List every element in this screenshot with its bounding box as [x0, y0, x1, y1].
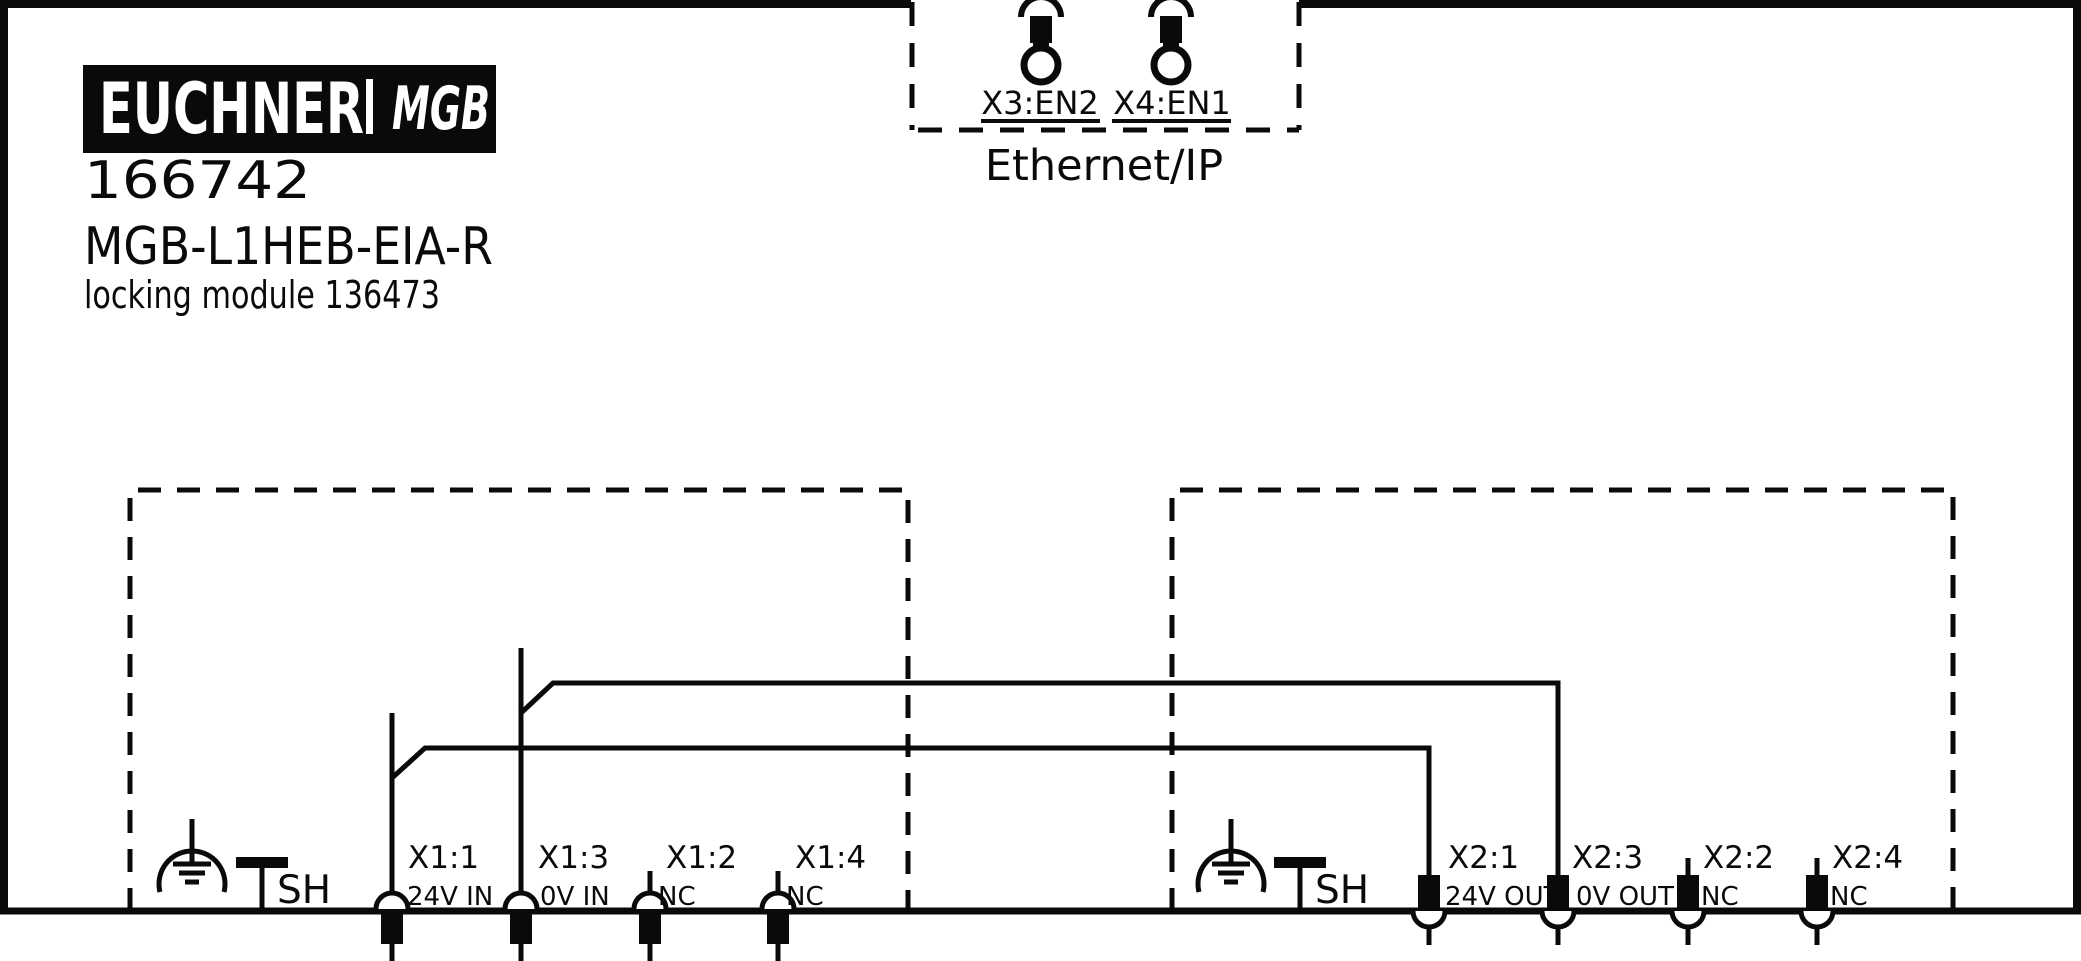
terminal-fn-x1-3: 0V IN [540, 882, 610, 912]
terminal-x1-4 [759, 890, 797, 961]
terminal-plug-icon [1547, 875, 1569, 909]
terminal-fn-x2-4: NC [1830, 882, 1868, 912]
terminal-socket-icon [502, 890, 540, 910]
connector-plug-icon [1030, 16, 1052, 43]
ethernet-port-box [909, 2, 1302, 133]
connector-cap-arc-icon [1018, 0, 1064, 18]
terminal-x2-1 [1410, 875, 1448, 945]
euchner-mgb-logo: EUCHNER MGB [83, 65, 496, 153]
ground-symbol-left [156, 819, 228, 893]
connector-ring-icon [1020, 44, 1062, 86]
terminal-x1-1 [373, 890, 411, 961]
terminal-socket-icon [759, 890, 797, 910]
shield-label: SH [1315, 868, 1369, 913]
terminal-x2-4 [1798, 875, 1836, 945]
shield-symbol-right: SH [1274, 857, 1369, 913]
port-label-x4-en1: X4:EN1 [1113, 84, 1231, 122]
terminal-id-x2-3: X2:3 [1572, 840, 1643, 876]
ethernet-protocol-label: Ethernet/IP [985, 141, 1223, 191]
connector-plug-icon [1160, 16, 1182, 43]
shield-label: SH [277, 868, 331, 913]
terminal-fn-x2-2: NC [1701, 882, 1739, 912]
power-in-dashed-box [127, 487, 911, 911]
terminal-id-x1-1: X1:1 [408, 840, 479, 876]
type-designation: MGB-L1HEB-EIA-R [84, 217, 493, 277]
terminal-fn-x2-3: 0V OUT [1576, 882, 1674, 912]
ground-symbol-right [1195, 819, 1267, 893]
shield-bar-icon [1274, 857, 1326, 868]
order-number: 166742 [84, 151, 311, 211]
terminal-id-x1-4: X1:4 [795, 840, 866, 876]
terminal-plug-icon [381, 911, 403, 944]
terminal-plug-icon [1418, 875, 1440, 909]
terminal-fn-x1-1: 24V IN [407, 882, 493, 912]
terminal-x2-3 [1539, 875, 1577, 945]
shield-symbol-left: SH [236, 857, 331, 913]
terminal-id-x2-1: X2:1 [1448, 840, 1519, 876]
terminal-id-x1-2: X1:2 [666, 840, 737, 876]
port-label-x3-en2: X3:EN2 [981, 84, 1099, 122]
terminal-id-x2-4: X2:4 [1832, 840, 1903, 876]
terminal-x1-3 [502, 890, 540, 961]
logo-series-text: MGB [392, 74, 490, 144]
logo-brand-text: EUCHNER [99, 68, 364, 150]
wire-24v-bus [390, 745, 1432, 875]
terminal-x2-2 [1669, 875, 1707, 945]
terminal-socket-icon [1798, 910, 1836, 930]
device-frame [0, 0, 2081, 911]
logo-background [83, 65, 496, 153]
terminal-plug-icon [767, 911, 789, 944]
terminal-socket-icon [631, 890, 669, 910]
power-out-dashed-box [1169, 487, 1956, 911]
ground-arc [1195, 848, 1267, 893]
terminal-plug-icon [510, 911, 532, 944]
terminal-socket-icon [1410, 910, 1448, 930]
wiring [389, 648, 1820, 894]
ethernet-connector-x4 [1148, 0, 1194, 86]
terminal-socket-icon [1669, 910, 1707, 930]
logo-divider [366, 79, 373, 134]
terminal-socket-icon [1539, 910, 1577, 930]
shield-bar-icon [236, 857, 288, 868]
terminal-fn-x1-2: NC [658, 882, 696, 912]
terminal-fn-x1-4: NC [786, 882, 824, 912]
terminal-x1-2 [631, 890, 669, 961]
terminal-socket-icon [373, 890, 411, 910]
ethernet-connector-x3 [1018, 0, 1064, 86]
connector-cap-arc-icon [1148, 0, 1194, 18]
connector-ring-icon [1150, 44, 1192, 86]
terminal-id-x2-2: X2:2 [1703, 840, 1774, 876]
ground-arc [156, 848, 228, 893]
terminal-fn-x2-1: 24V OUT [1445, 882, 1560, 912]
terminal-plug-icon [1806, 875, 1828, 909]
wire-0v-bus [519, 680, 1561, 875]
terminal-id-x1-3: X1:3 [538, 840, 609, 876]
terminal-plug-icon [1677, 875, 1699, 909]
terminal-plug-icon [639, 911, 661, 944]
product-description: locking module 136473 [84, 273, 440, 317]
